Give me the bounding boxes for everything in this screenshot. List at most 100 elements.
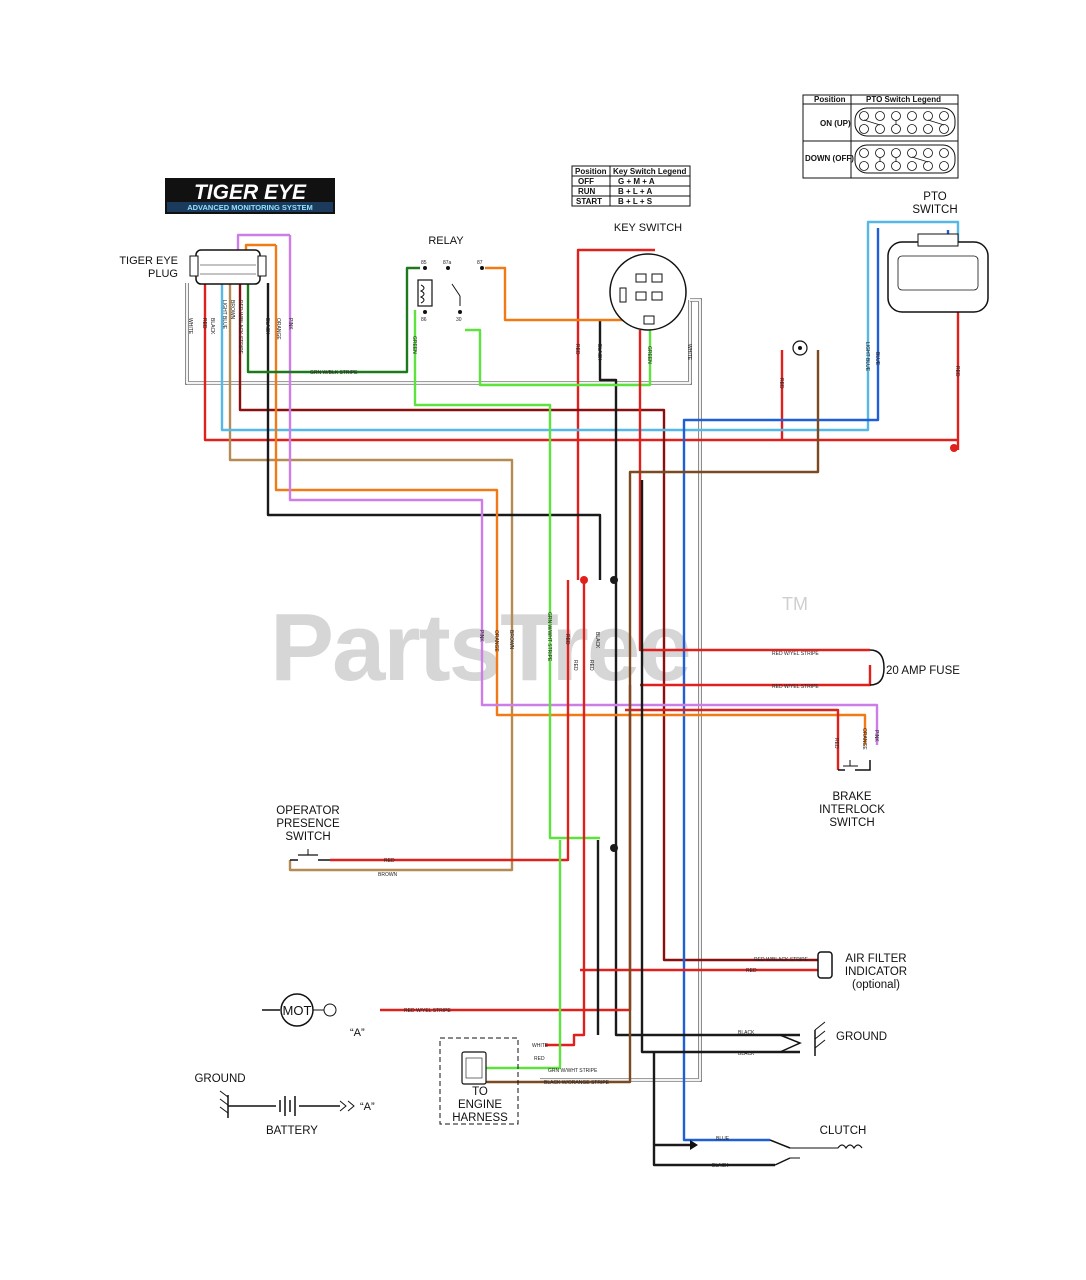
pto-label-line2: SWITCH — [912, 204, 957, 216]
af-label-line1: AIR FILTER — [845, 953, 906, 965]
eng-label-line2: ENGINE — [458, 1099, 502, 1111]
wl-af-red: RED — [746, 968, 757, 974]
wl-pto-red: RED — [954, 366, 960, 377]
ops-label-line2: PRESENCE — [276, 818, 340, 830]
motor-label: MOT — [283, 1003, 312, 1018]
wire-harness — [185, 220, 960, 1167]
wl-cl-blue: BLUE — [716, 1136, 730, 1142]
starter-motor: MOT “A” — [262, 993, 365, 1039]
junctions — [580, 444, 958, 852]
wl-plug-brown: BROWN — [229, 300, 235, 320]
ks-header-legend: Key Switch Legend — [613, 167, 686, 176]
af-label-line3: (optional) — [852, 979, 900, 991]
key-switch: KEY SWITCH — [609, 222, 687, 331]
brake-label-line2: INTERLOCK — [819, 804, 885, 816]
eng-label-line1: TO — [472, 1086, 488, 1098]
ks-row-start: START — [576, 197, 602, 206]
wl-gnd-black2: BLACK — [738, 1051, 755, 1057]
wl-plug-pink: PINK — [287, 318, 293, 330]
pto-switch: PTO SWITCH — [887, 191, 989, 313]
relay-pin-85: 85 — [421, 260, 427, 266]
wire-red-main — [203, 283, 958, 442]
eng-label-line3: HARNESS — [452, 1112, 508, 1124]
wl-plug-black: BLACK — [209, 318, 215, 335]
tiger-eye-logo: TIGER EYE ADVANCED MONITORING SYSTEM — [165, 178, 335, 214]
wl-mid-red3: RED — [588, 660, 594, 671]
motor-ref-a: “A” — [350, 1027, 365, 1039]
wl-pto-lightblue: LIGHT BLUE — [864, 342, 870, 372]
af-label-line2: INDICATOR — [845, 966, 907, 978]
wl-eng-white: WHITE — [532, 1043, 549, 1049]
clutch: CLUTCH — [690, 1125, 867, 1166]
wl-mid-orange: ORANGE — [493, 630, 499, 652]
brake-label-line1: BRAKE — [833, 791, 872, 803]
pto-header-legend: PTO Switch Legend — [866, 95, 941, 104]
wl-eng-red: RED — [534, 1056, 545, 1062]
operator-presence-switch: OPERATOR PRESENCE SWITCH — [276, 805, 340, 861]
wl-mot-rys: RED W/YEL STRIPE — [404, 1008, 451, 1014]
wl-ops-brown: BROWN — [378, 872, 398, 878]
air-filter-indicator: AIR FILTER INDICATOR (optional) — [817, 951, 907, 991]
fuse-20amp: 20 AMP FUSE — [869, 649, 960, 686]
brake-label-line3: SWITCH — [829, 817, 874, 829]
wl-brake-pink: PINK — [873, 730, 879, 742]
wl-plug-orange: ORANGE — [275, 318, 281, 340]
wl-relay-green: GREEN — [411, 336, 417, 354]
ground-right: GROUND — [779, 1021, 887, 1056]
relay-pin-87: 87 — [477, 260, 483, 266]
wl-eng-gws: GRN W/WHT STRIPE — [548, 1068, 598, 1074]
wire-white — [185, 283, 692, 385]
plug-label-line1: TIGER EYE — [119, 255, 178, 267]
pto-row-on: ON (UP) — [820, 119, 851, 128]
wl-eng-bos: BLACK W/ORANGE STRIPE — [544, 1080, 610, 1086]
wire-labels: WHITE RED BLACK RED W/BLACK STRIPE BROWN… — [187, 300, 960, 1169]
wl-fuse-top: RED W/YEL STRIPE — [772, 651, 819, 657]
ops-label-line3: SWITCH — [285, 831, 330, 843]
wl-pto-blue: BLUE — [874, 352, 880, 366]
relay-pin-87a: 87a — [443, 260, 452, 266]
plug-label-line2: PLUG — [148, 268, 178, 280]
wl-key-red: RED — [574, 344, 580, 355]
relay-pin-30: 30 — [456, 317, 462, 323]
wl-mid-red1: RED — [564, 634, 570, 645]
key-switch-legend: Position Key Switch Legend OFF G + M + A… — [571, 165, 691, 207]
watermark-text: PartsTree — [270, 594, 690, 701]
wl-mid-pink: PINK — [478, 630, 484, 642]
wl-af-rbs: RED W/BLACK STRIPE — [754, 957, 809, 963]
logo-title: TIGER EYE — [194, 181, 307, 204]
battery-label: BATTERY — [266, 1125, 318, 1137]
wl-fuse-bottom: RED W/YEL STRIPE — [772, 684, 819, 690]
indicator-lamp — [792, 340, 808, 356]
wire-red-black — [238, 283, 820, 962]
battery-ref-a: “A” — [360, 1101, 375, 1113]
ks-row-run-value: B + L + A — [618, 187, 652, 196]
wl-gnd-black1: BLACK — [738, 1030, 755, 1036]
wl-ops-red: RED — [384, 858, 395, 864]
ks-header-position: Position — [575, 167, 607, 176]
watermark-tm: TM — [782, 594, 808, 614]
wl-plug-black2: BLACK — [264, 318, 270, 335]
wl-gwb: GRN W/BLK STRIPE — [310, 370, 358, 376]
wl-mid-brown: BROWN — [508, 630, 514, 650]
relay-pin-86: 86 — [421, 317, 427, 323]
wl-mid-black: BLACK — [594, 632, 600, 649]
logo-subtitle: ADVANCED MONITORING SYSTEM — [187, 203, 313, 212]
pto-header-position: Position — [814, 95, 846, 104]
wl-cl-black: BLACK — [712, 1163, 729, 1169]
pto-switch-legend: Position PTO Switch Legend ON (UP) DOWN … — [802, 94, 959, 179]
wl-mid-gws: GRN W/WHT STRIPE — [546, 612, 552, 662]
pto-row-down: DOWN (OFF) — [805, 154, 854, 163]
battery: GROUND “A” BATTERY — [194, 1073, 375, 1137]
wl-lamp-red: RED — [778, 378, 784, 389]
clutch-label: CLUTCH — [820, 1125, 867, 1137]
ks-row-off-value: G + M + A — [618, 177, 655, 186]
ground-left-label: GROUND — [194, 1073, 245, 1085]
relay: RELAY 85 87a 87 86 30 — [417, 235, 484, 323]
ks-row-run: RUN — [578, 187, 596, 196]
pto-label-line1: PTO — [923, 191, 946, 203]
wl-mid-red2: RED — [572, 660, 578, 671]
wl-plug-red: RED — [201, 318, 207, 329]
brake-interlock-switch: BRAKE INTERLOCK SWITCH — [819, 760, 885, 829]
wl-plug-white: WHITE — [187, 318, 193, 335]
